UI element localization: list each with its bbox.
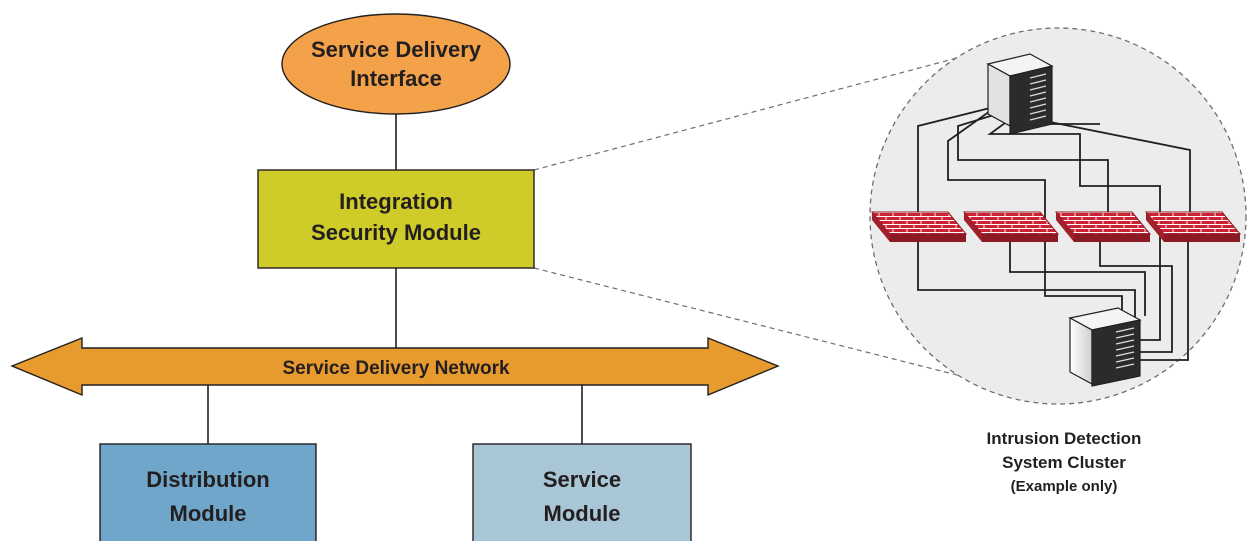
service-module-node: Service Module	[472, 443, 692, 541]
service-label-line2: Module	[544, 501, 621, 526]
integration-label-line2: Security Module	[311, 220, 481, 245]
firewall-icon	[962, 211, 1060, 242]
firewall-4	[1144, 211, 1242, 242]
firewall-icon	[1054, 211, 1152, 242]
interface-ellipse	[281, 13, 511, 115]
server-top	[986, 53, 1054, 135]
firewall-3	[1054, 211, 1152, 242]
distribution-module-node: Distribution Module	[99, 443, 317, 541]
ids-cluster-zoom	[869, 27, 1247, 405]
integration-box	[257, 169, 535, 269]
service-delivery-network-arrow: Service Delivery Network	[10, 336, 780, 397]
cluster-note: (Example only)	[1011, 478, 1118, 495]
service-label-line1: Service	[543, 467, 621, 492]
cluster-label-line1: Intrusion Detection	[987, 429, 1142, 448]
integration-label-line1: Integration	[339, 189, 453, 214]
network-arrow-shape	[10, 336, 780, 397]
server-icon	[1068, 307, 1142, 387]
interface-label-line1: Service Delivery	[311, 37, 482, 62]
interface-label-line2: Interface	[350, 66, 442, 91]
distribution-label-line1: Distribution	[146, 467, 269, 492]
distribution-label-line2: Module	[170, 501, 247, 526]
cluster-cables	[917, 103, 1191, 361]
integration-security-module-node: Integration Security Module	[257, 169, 535, 269]
zoom-line-bottom	[533, 267, 1041, 397]
firewall-icon	[870, 211, 968, 242]
firewall-icon	[1144, 211, 1242, 242]
firewall-2	[962, 211, 1060, 242]
server-bottom	[1068, 307, 1142, 387]
service-box	[472, 443, 692, 541]
network-label: Service Delivery Network	[282, 358, 510, 379]
service-delivery-interface-node: Service Delivery Interface	[281, 13, 511, 115]
firewall-1	[870, 211, 968, 242]
cluster-label-line2: System Cluster	[1002, 453, 1126, 472]
distribution-box	[99, 443, 317, 541]
server-icon	[986, 53, 1054, 135]
cluster-caption: Intrusion Detection System Cluster (Exam…	[987, 429, 1142, 495]
